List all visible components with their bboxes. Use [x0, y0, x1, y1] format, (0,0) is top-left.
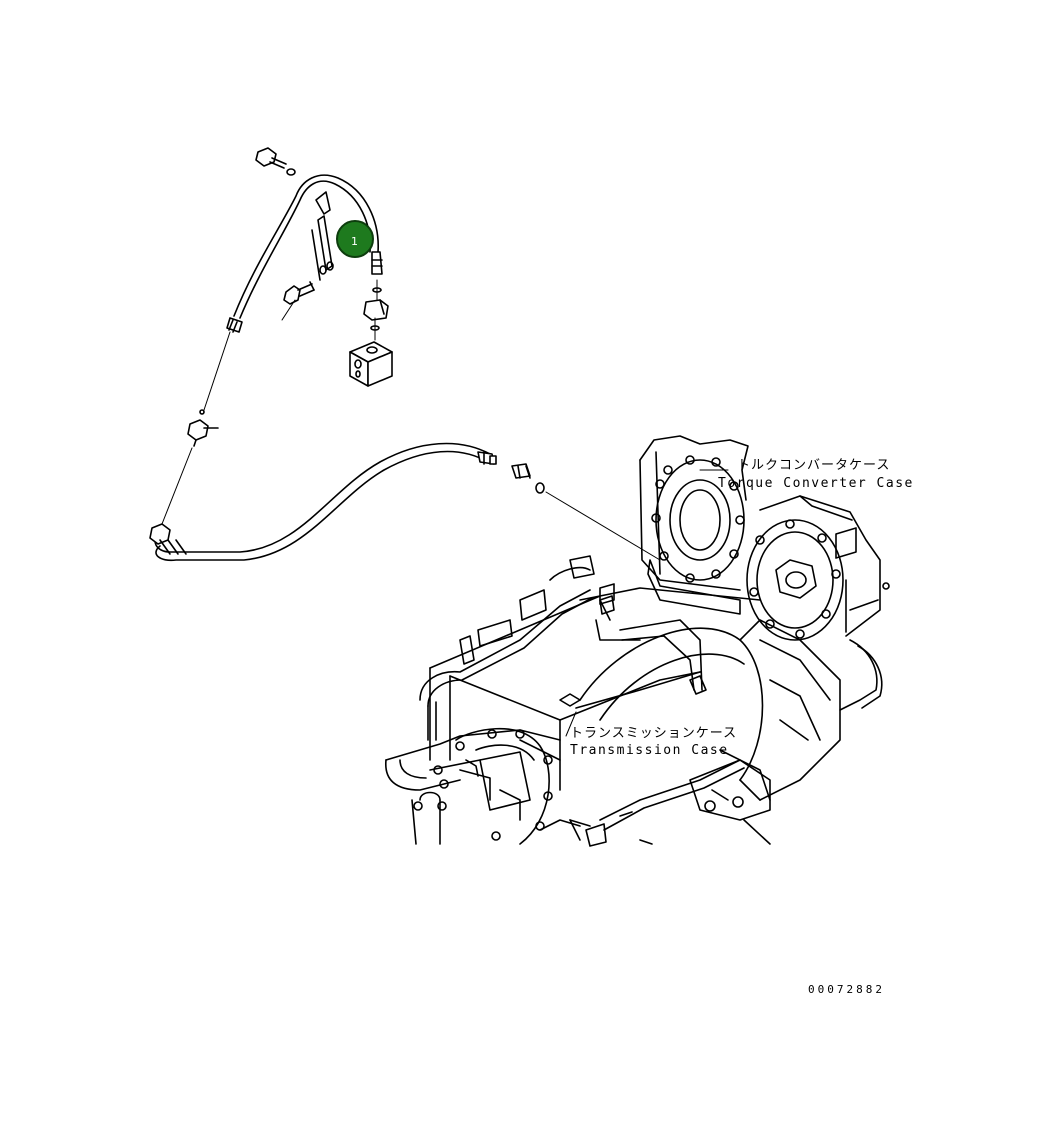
callout-1[interactable]: 1	[336, 220, 374, 258]
torque-converter-label-jp: トルクコンバータケース	[737, 458, 890, 473]
figure-number: 00072882	[808, 983, 885, 996]
converter-side-block	[759, 495, 890, 637]
transmission-front	[385, 727, 591, 845]
transmission-label-jp: トランスミッションケース	[570, 726, 737, 741]
torque-converter-label-en: Torque Converter Case	[718, 476, 914, 491]
upper-hose	[226, 174, 379, 333]
transmission-tubes	[419, 555, 883, 847]
connection-lines	[161, 331, 231, 525]
transmission-label-en: Transmission Case	[570, 743, 729, 758]
transmission-case	[429, 559, 841, 821]
lower-hose	[149, 442, 497, 562]
clamp-bracket	[311, 191, 334, 281]
converter-disc	[746, 519, 844, 641]
manifold-block	[349, 341, 393, 387]
hose-assembly	[149, 147, 661, 562]
callout-1-number: 1	[351, 235, 358, 248]
bolt-lower	[281, 281, 315, 321]
transmission-assembly	[385, 435, 890, 847]
hose-end-fitting	[371, 251, 383, 301]
adapter-fitting	[511, 463, 661, 561]
transmission-label: トランスミッションケース Transmission Case	[565, 711, 737, 758]
torque-converter-housing	[639, 435, 749, 591]
torque-converter-label: トルクコンバータケース Torque Converter Case	[699, 458, 914, 491]
tee-fitting	[363, 299, 389, 341]
bolt-top	[255, 147, 296, 176]
